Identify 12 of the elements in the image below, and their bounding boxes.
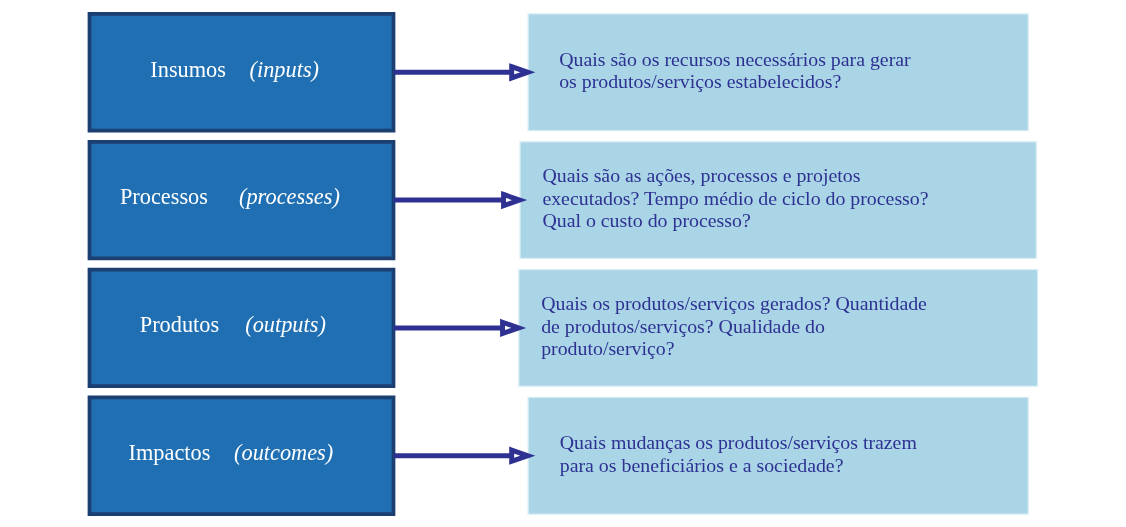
node-box: Quais mudanças os produtos/serviços trazem para os beneficiários e a sociedade?: [527, 396, 1029, 515]
node-box: Quais são os recursos necessários para gerar os produtos/serviços estabelecidos?: [527, 12, 1029, 131]
arrow: [393, 62, 535, 81]
node-box: Impactos (outcomes): [87, 395, 395, 516]
node-box: Quais os produtos/serviços gerados? Quantidade de produtos/serviços? Qualidade do produto/serviço?: [517, 268, 1038, 387]
arrow: [393, 190, 527, 209]
arrow: [393, 318, 526, 337]
node-box: Produtos (outputs): [87, 267, 395, 388]
node-box: Insumos (inputs): [87, 11, 395, 132]
node-box: Processos (processes): [87, 139, 395, 260]
arrow: [393, 446, 535, 465]
node-box: Quais são as ações, processos e projetos executados? Tempo médio de ciclo do processo? Qual o custo do processo?: [518, 140, 1037, 259]
